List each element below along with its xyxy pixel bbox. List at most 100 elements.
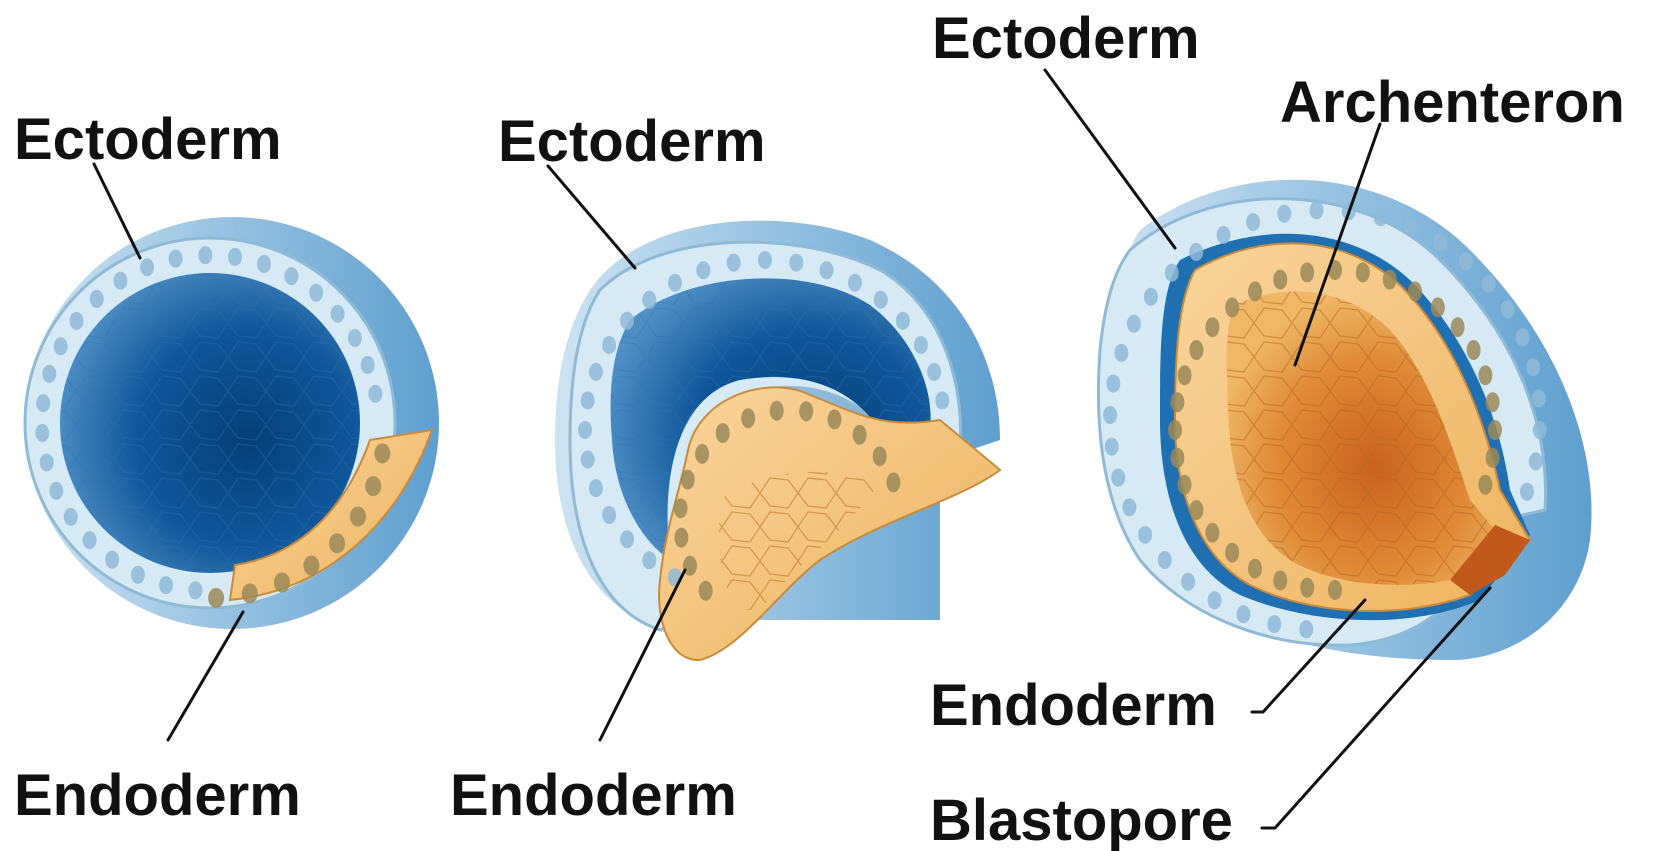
cell-nucleus [853, 425, 867, 445]
cell-nucleus [1237, 605, 1251, 623]
stage2-ectoderm-leader [548, 166, 635, 268]
cell-nucleus [1299, 620, 1313, 638]
stage1-ectoderm-leader [94, 164, 140, 258]
cell-nucleus [828, 409, 842, 429]
cell-nucleus [1189, 340, 1203, 360]
cell-nucleus [1478, 365, 1492, 385]
cell-nucleus [1408, 281, 1422, 301]
cell-nucleus [274, 573, 290, 593]
cell-nucleus [70, 312, 84, 330]
cell-nucleus [40, 454, 54, 472]
cell-nucleus [674, 528, 688, 548]
cell-nucleus [64, 508, 78, 526]
cell-nucleus [1516, 328, 1530, 346]
cell-nucleus [1277, 205, 1291, 223]
cell-nucleus [1225, 297, 1239, 317]
cell-nucleus [1404, 219, 1418, 237]
cell-nucleus [1433, 233, 1447, 251]
cell-nucleus [1459, 252, 1473, 270]
cell-nucleus [1328, 580, 1342, 600]
cell-nucleus [1273, 570, 1287, 590]
cell-nucleus [1181, 573, 1195, 591]
cell-nucleus [1178, 475, 1192, 495]
cell-nucleus [1225, 543, 1239, 563]
cell-nucleus [1178, 365, 1192, 385]
cell-nucleus [36, 394, 50, 412]
cell-nucleus [1520, 483, 1534, 501]
cell-nucleus [935, 392, 949, 410]
stage2-endoderm-label: Endoderm [450, 763, 737, 828]
cell-nucleus [1189, 500, 1203, 520]
cell-nucleus [1356, 262, 1370, 282]
cell-nucleus [770, 401, 784, 421]
cell-nucleus [873, 446, 887, 466]
cell-nucleus [789, 254, 803, 272]
cell-nucleus [131, 566, 145, 584]
cell-nucleus [90, 290, 104, 308]
cell-nucleus [1300, 262, 1314, 282]
cell-nucleus [716, 423, 730, 443]
cell-nucleus [1170, 392, 1184, 412]
cell-nucleus [1532, 389, 1546, 407]
cell-nucleus [1273, 270, 1287, 290]
cell-nucleus [329, 533, 345, 553]
cell-nucleus [284, 267, 298, 285]
cell-nucleus [1374, 208, 1388, 226]
cell-nucleus [1529, 452, 1543, 470]
cell-nucleus [1106, 375, 1120, 393]
cell-nucleus [1526, 358, 1540, 376]
cell-nucleus [1111, 469, 1125, 487]
cell-nucleus [1165, 264, 1179, 282]
cell-nucleus [54, 337, 68, 355]
cell-nucleus [1488, 420, 1502, 440]
cell-nucleus [1246, 213, 1260, 231]
cell-nucleus [886, 472, 900, 492]
cell-nucleus [1122, 498, 1136, 516]
cell-nucleus [114, 272, 128, 290]
stage1-embryo [25, 217, 439, 629]
cell-nucleus [1105, 438, 1119, 456]
cell-nucleus [620, 530, 634, 548]
cell-nucleus [1127, 315, 1141, 333]
cell-nucleus [799, 401, 813, 421]
cell-nucleus [1486, 392, 1500, 412]
cell-nucleus [602, 506, 616, 524]
cell-nucleus [914, 336, 928, 354]
cell-nucleus [848, 274, 862, 292]
cell-nucleus [1170, 448, 1184, 468]
cell-nucleus [348, 329, 362, 347]
cell-nucleus [581, 451, 595, 469]
cell-nucleus [1158, 551, 1172, 569]
stage3-archenteron-label: Archenteron [1280, 70, 1625, 135]
cell-nucleus [1383, 270, 1397, 290]
cell-nucleus [1248, 281, 1262, 301]
cell-nucleus [1478, 475, 1492, 495]
stage3-embryo [1098, 180, 1591, 660]
cell-nucleus [602, 336, 616, 354]
cell-nucleus [1310, 201, 1324, 219]
cell-nucleus [309, 284, 323, 302]
cell-nucleus [581, 392, 595, 410]
cell-nucleus [365, 476, 381, 496]
stage1-ectoderm-label: Ectoderm [14, 107, 282, 172]
cell-nucleus [1451, 317, 1465, 337]
cell-nucleus [620, 312, 634, 330]
cell-nucleus [589, 479, 603, 497]
cell-nucleus [1103, 406, 1117, 424]
cell-nucleus [681, 470, 695, 490]
stage3-ectoderm-leader [1045, 70, 1175, 248]
stage3-endoderm-label: Endoderm [930, 673, 1217, 738]
cell-nucleus [1189, 243, 1203, 261]
cell-nucleus [303, 556, 319, 576]
cell-nucleus [42, 365, 56, 383]
cell-nucleus [1482, 275, 1496, 293]
cell-nucleus [228, 248, 242, 266]
stage2-ectoderm-label: Ectoderm [498, 109, 766, 174]
cell-nucleus [1168, 420, 1182, 440]
cell-nucleus [1144, 288, 1158, 306]
cell-nucleus [589, 363, 603, 381]
cell-nucleus [1114, 344, 1128, 362]
cell-nucleus [188, 581, 202, 599]
cell-nucleus [350, 507, 366, 527]
